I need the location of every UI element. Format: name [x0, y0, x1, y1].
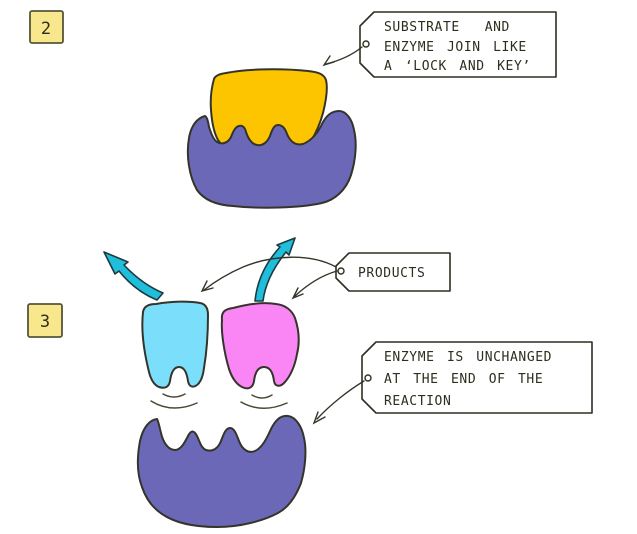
substrate-annotation: SUBSTRATE AND ENZYME JOIN LIKE A ‘LOCK A…	[322, 11, 557, 78]
enzyme-unchanged-pointer-line	[316, 380, 365, 420]
products-pointer-line-left	[203, 256, 337, 291]
enzyme-top-shape	[186, 110, 357, 209]
enzyme-unchanged-tag-box	[361, 341, 593, 414]
substrate-pointer-arrowhead	[322, 55, 335, 67]
enzyme-unchanged-line-3: REACTION	[384, 394, 451, 409]
enzyme-unchanged-line-1: ENZYME IS UNCHANGED	[384, 350, 552, 365]
products-annotation: PRODUCTS	[200, 252, 451, 300]
motion-lines-left	[150, 393, 198, 409]
enzyme-bottom-shape	[136, 414, 307, 528]
substrate-tag-line-3: A ‘LOCK AND KEY’	[384, 59, 531, 74]
product-right-shape	[220, 302, 300, 390]
step-3-badge: 3	[27, 303, 63, 338]
products-tag-box	[335, 252, 451, 292]
figure-substrate-enzyme	[186, 68, 357, 209]
product-left-shape	[141, 300, 209, 389]
figure-products	[141, 300, 300, 409]
enzyme-unchanged-tag-eyelet	[364, 374, 372, 382]
substrate-pointer-line	[325, 46, 363, 65]
release-arrow-left	[103, 251, 164, 301]
release-arrow-right	[254, 237, 296, 302]
enzyme-unchanged-pointer-arrowhead	[312, 411, 326, 425]
step-2-badge: 2	[29, 10, 64, 44]
substrate-tag-eyelet	[362, 40, 370, 48]
substrate-tag-box	[359, 11, 557, 78]
step-2-label: 2	[41, 19, 51, 39]
products-tag-eyelet	[337, 267, 345, 275]
step-2-box	[29, 10, 64, 44]
products-tag-label: PRODUCTS	[358, 266, 425, 281]
substrate-tag-line-1: SUBSTRATE AND	[384, 20, 510, 35]
products-pointer-line-right	[294, 270, 338, 297]
step-3-box	[27, 303, 63, 338]
enzyme-unchanged-annotation: ENZYME IS UNCHANGED AT THE END OF THE RE…	[312, 341, 593, 425]
products-pointer-arrowhead-left	[200, 280, 214, 293]
motion-lines-right	[240, 394, 288, 409]
enzyme-unchanged-line-2: AT THE END OF THE	[384, 372, 543, 387]
step-3-label: 3	[40, 312, 50, 332]
substrate-tag-line-2: ENZYME JOIN LIKE	[384, 40, 527, 55]
products-pointer-arrowhead-right	[291, 287, 304, 300]
